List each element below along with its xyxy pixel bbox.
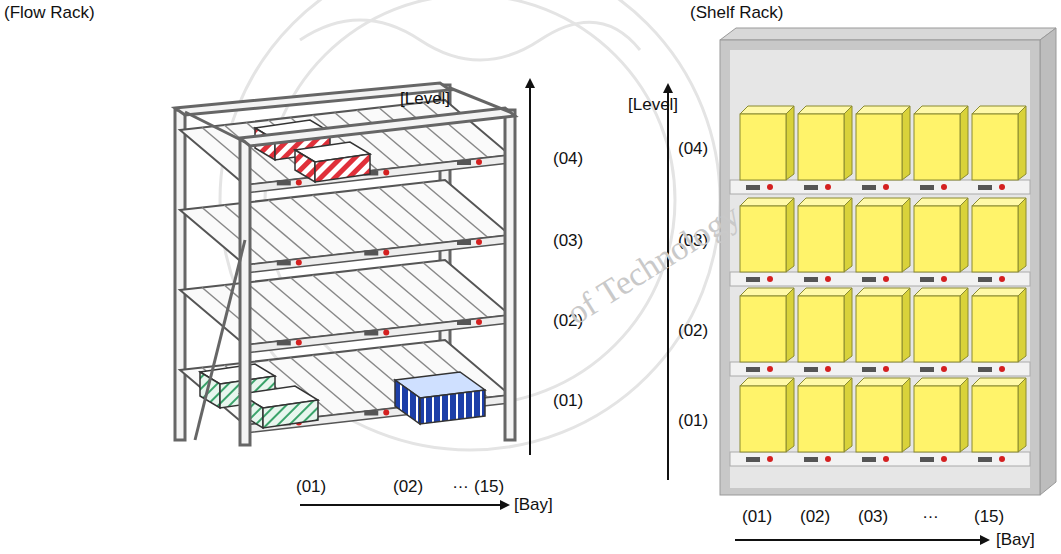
- axis-label: (15): [474, 478, 504, 497]
- axis-label: (02): [393, 478, 423, 497]
- yellow-bin: [740, 198, 794, 282]
- rack-title: (Flow Rack): [4, 4, 95, 23]
- yellow-bin: [798, 378, 852, 462]
- axis-label: (15): [974, 508, 1004, 527]
- shelf-board: [730, 452, 1030, 466]
- yellow-bin: [914, 288, 968, 372]
- yellow-bin: [856, 288, 910, 372]
- shelf-board: [730, 180, 1030, 194]
- yellow-bin: [972, 378, 1026, 462]
- yellow-bin: [798, 198, 852, 282]
- yellow-bin: [972, 198, 1026, 282]
- axis-label: [Level]: [400, 90, 450, 109]
- yellow-bin: [972, 106, 1026, 190]
- watermark: of Technology: [560, 196, 746, 332]
- yellow-bin: [914, 198, 968, 282]
- axis-label: (02): [678, 322, 708, 341]
- yellow-bin: [914, 378, 968, 462]
- yellow-bin: [798, 106, 852, 190]
- yellow-bin: [740, 288, 794, 372]
- rack-title: (Shelf Rack): [690, 4, 784, 23]
- axis-label: (01): [678, 412, 708, 431]
- axis-label: (03): [553, 232, 583, 251]
- flow-shelf: [180, 180, 510, 273]
- shelf-board: [730, 272, 1030, 286]
- shelf-board: [730, 362, 1030, 376]
- axis-label: (04): [678, 140, 708, 159]
- yellow-bin: [856, 378, 910, 462]
- axis-label: …: [452, 474, 469, 493]
- axis-label: [Bay]: [514, 496, 553, 515]
- yellow-bin: [740, 106, 794, 190]
- yellow-bin: [972, 288, 1026, 372]
- axis-label: (03): [858, 508, 888, 527]
- axis-label: [Level]: [628, 96, 678, 115]
- yellow-bin: [856, 198, 910, 282]
- axis-label: …: [922, 504, 939, 523]
- flow-shelf: [180, 340, 510, 433]
- axis-label: (02): [800, 508, 830, 527]
- axis-label: [Bay]: [996, 531, 1035, 550]
- yellow-bin: [856, 106, 910, 190]
- yellow-bin: [798, 288, 852, 372]
- yellow-bin: [740, 378, 794, 462]
- axis-label: (01): [742, 508, 772, 527]
- yellow-bin: [914, 106, 968, 190]
- axis-label: (01): [553, 392, 583, 411]
- axis-label: (01): [296, 478, 326, 497]
- axis-label: (04): [553, 150, 583, 169]
